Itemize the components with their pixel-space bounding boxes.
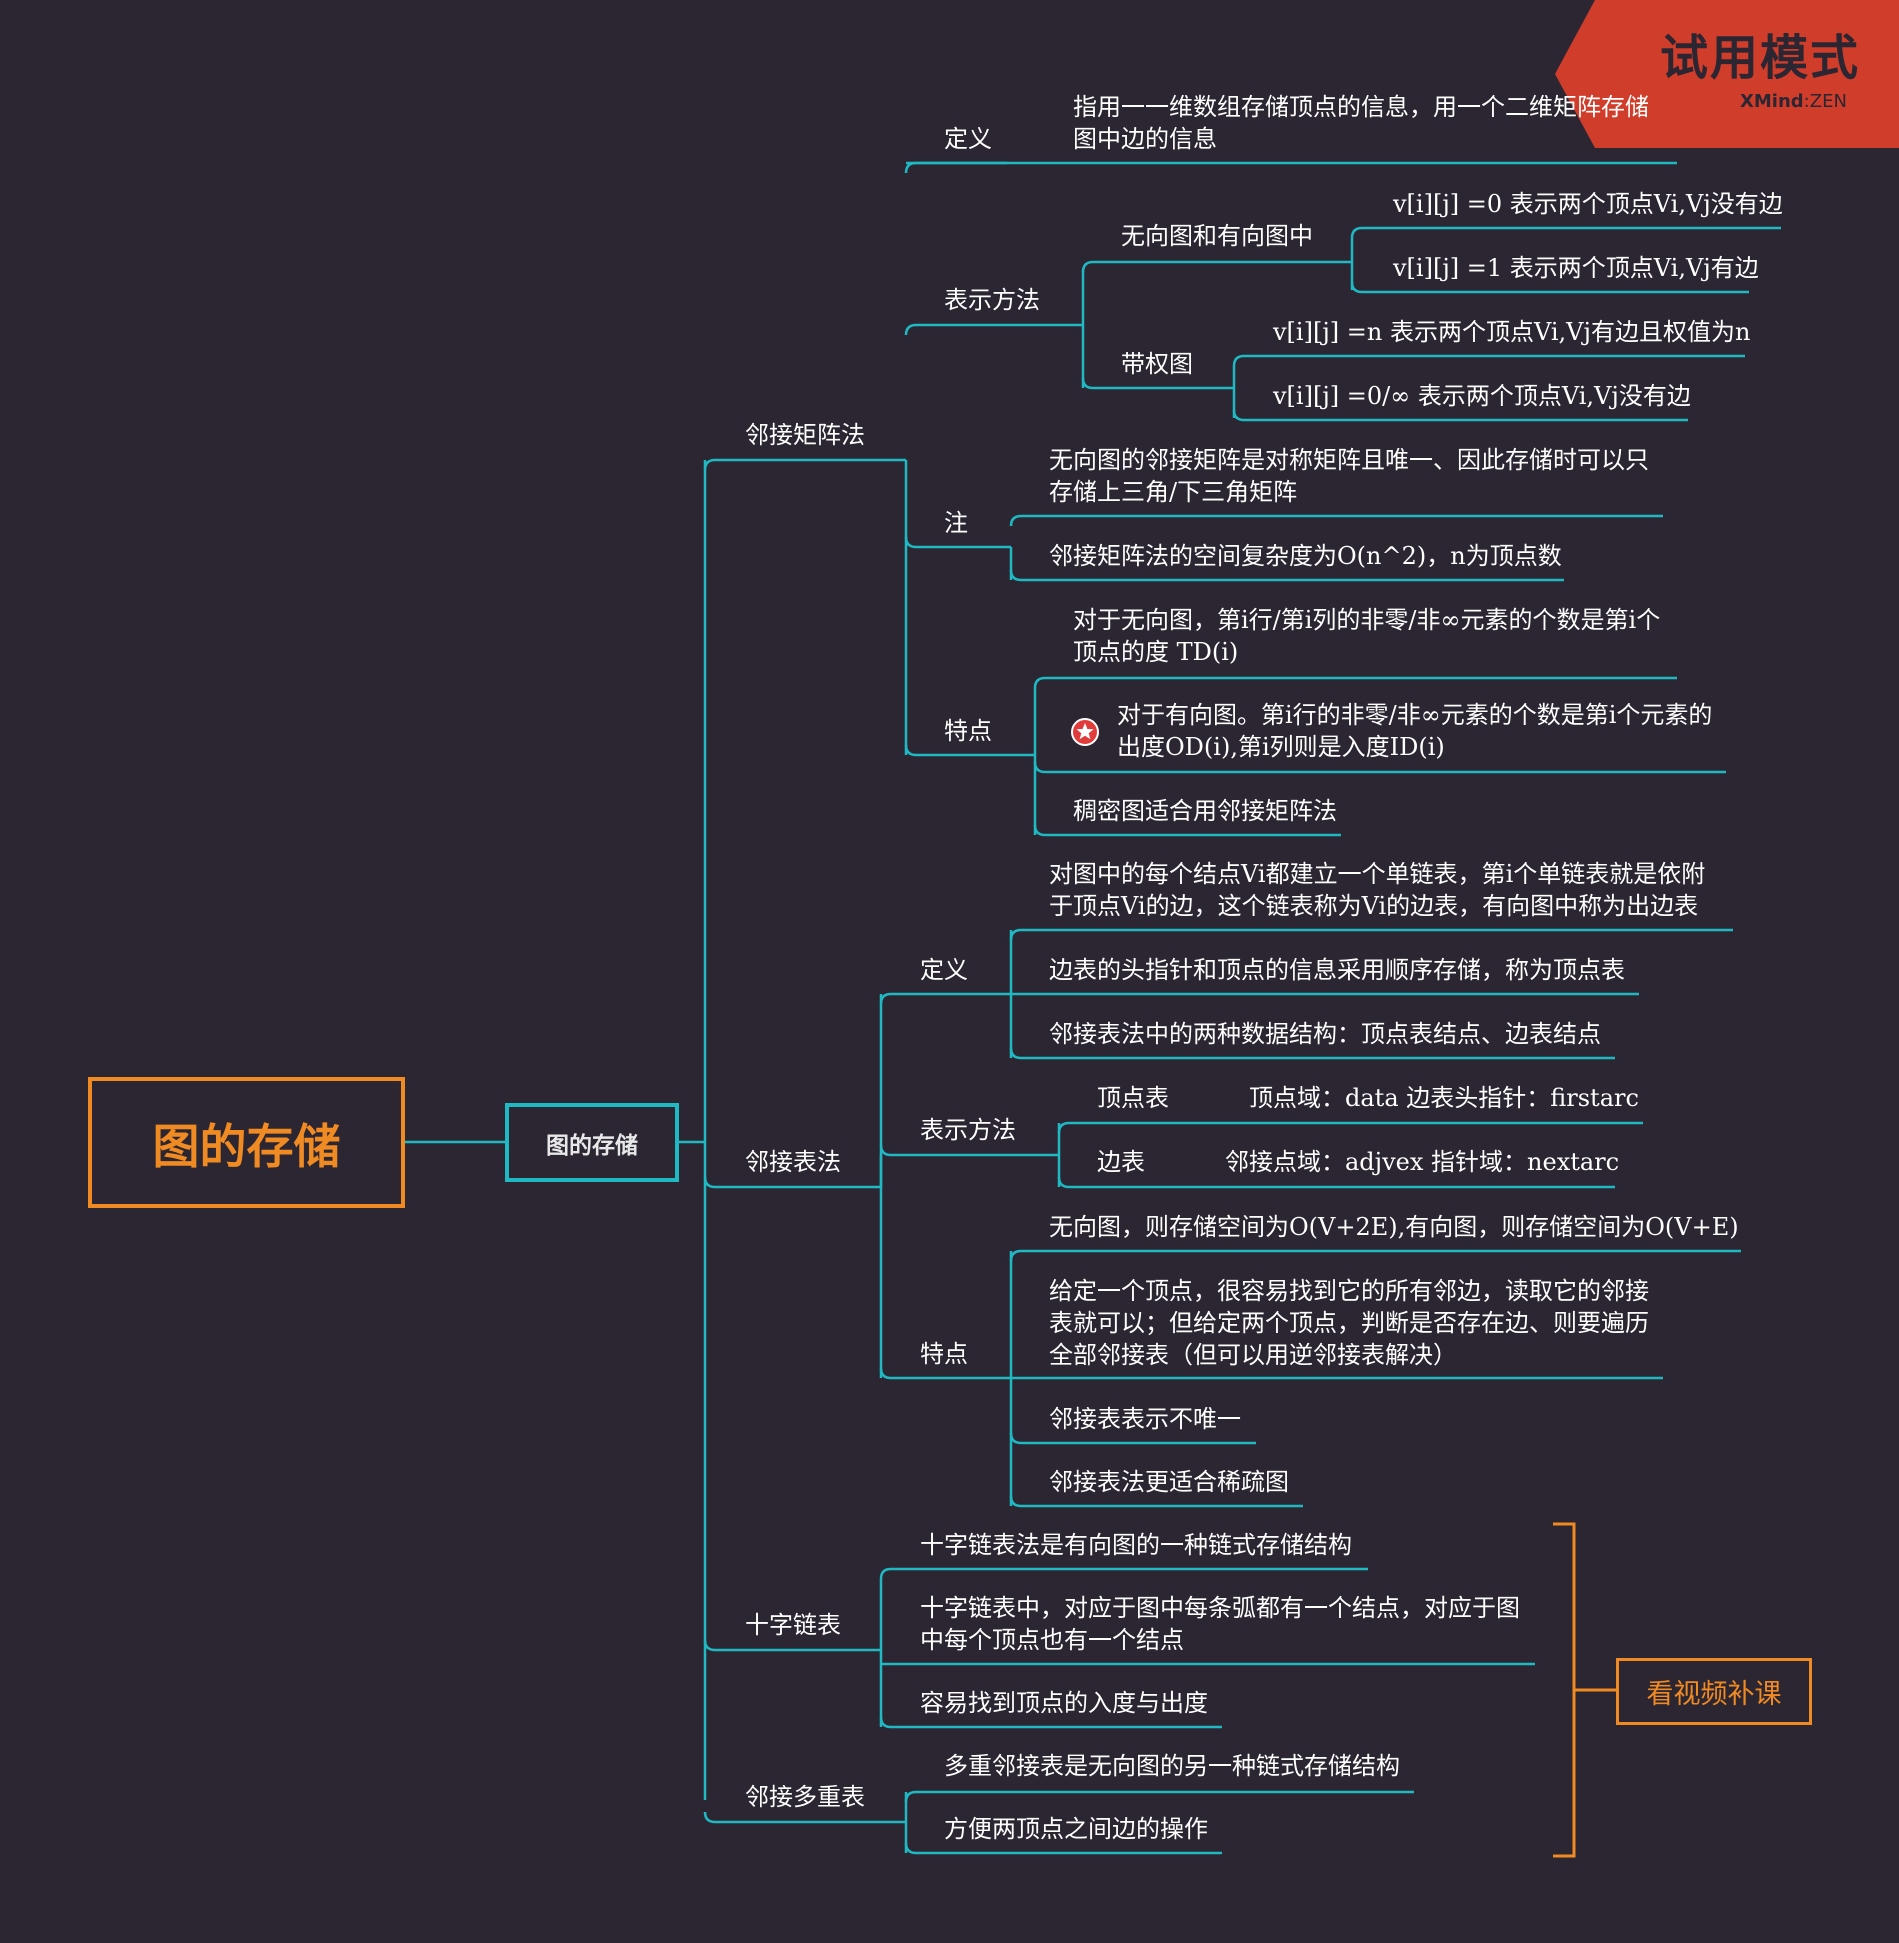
adjlist-edge-label[interactable]: 边表 xyxy=(1097,1148,1145,1176)
matrix-note-text1-line1[interactable]: 无向图的邻接矩阵是对称矩阵且唯一、因此存储时可以只 xyxy=(1049,446,1649,474)
xmind-brand: XMind:ZEN xyxy=(1740,90,1847,114)
branch-adjacency-list[interactable]: 邻接表法 xyxy=(745,1148,841,1176)
multi-text1[interactable]: 多重邻接表是无向图的另一种链式存储结构 xyxy=(944,1752,1400,1780)
ortho-text3[interactable]: 容易找到顶点的入度与出度 xyxy=(920,1689,1208,1717)
main-topic[interactable]: 图的存储 xyxy=(88,1077,405,1208)
star-marker-icon xyxy=(1071,718,1099,746)
adjlist-edge-text[interactable]: 邻接点域：adjvex 指针域：nextarc xyxy=(1225,1148,1620,1176)
matrix-def-label[interactable]: 定义 xyxy=(944,125,992,153)
matrix-v1-text[interactable]: v[i][j] =1 表示两个顶点Vi,Vj有边 xyxy=(1393,254,1759,282)
multi-text2[interactable]: 方便两顶点之间边的操作 xyxy=(944,1815,1208,1843)
matrix-feat-text1-line2[interactable]: 顶点的度 TD(i) xyxy=(1073,638,1239,666)
adjlist-feat-text2-line2[interactable]: 表就可以；但给定两个顶点，判断是否存在边、则要遍历 xyxy=(1049,1309,1649,1337)
brand-main: XMind xyxy=(1740,91,1804,112)
trial-mode-banner xyxy=(1555,0,1899,148)
adjlist-feat-label[interactable]: 特点 xyxy=(920,1340,968,1368)
ortho-text2-line2[interactable]: 中每个顶点也有一个结点 xyxy=(920,1626,1184,1654)
matrix-note-text2[interactable]: 邻接矩阵法的空间复杂度为O(n^2)，n为顶点数 xyxy=(1049,542,1562,570)
adjlist-feat-text1[interactable]: 无向图，则存储空间为O(V+2E),有向图，则存储空间为O(V+E) xyxy=(1049,1213,1739,1241)
adjlist-def-text3[interactable]: 邻接表法中的两种数据结构：顶点表结点、边表结点 xyxy=(1049,1020,1601,1048)
adjlist-feat-text2-line1[interactable]: 给定一个顶点，很容易找到它的所有邻边，读取它的邻接 xyxy=(1049,1277,1649,1305)
summary-video-label[interactable]: 看视频补课 xyxy=(1616,1658,1812,1725)
adjlist-vertex-text[interactable]: 顶点域：data 边表头指针：firstarc xyxy=(1249,1084,1639,1112)
matrix-def-text-line1[interactable]: 指用一一维数组存储顶点的信息，用一个二维矩阵存储 xyxy=(1073,93,1649,121)
matrix-repr-label[interactable]: 表示方法 xyxy=(944,286,1040,314)
matrix-feat-label[interactable]: 特点 xyxy=(944,717,992,745)
adjlist-feat-text4[interactable]: 邻接表法更适合稀疏图 xyxy=(1049,1468,1289,1496)
central-topic[interactable]: 图的存储 xyxy=(505,1103,679,1182)
branch-orthogonal-list[interactable]: 十字链表 xyxy=(745,1611,841,1639)
adjlist-def-text1-line2[interactable]: 于顶点Vi的边，这个链表称为Vi的边表，有向图中称为出边表 xyxy=(1049,892,1699,920)
adjlist-feat-text3[interactable]: 邻接表表示不唯一 xyxy=(1049,1405,1241,1433)
matrix-feat-text2-line1[interactable]: 对于有向图。第i行的非零/非∞元素的个数是第i个元素的 xyxy=(1117,701,1713,729)
matrix-v0-text[interactable]: v[i][j] =0 表示两个顶点Vi,Vj没有边 xyxy=(1393,190,1783,218)
matrix-note-text1-line2[interactable]: 存储上三角/下三角矩阵 xyxy=(1049,478,1298,506)
branch-adjacency-multilist[interactable]: 邻接多重表 xyxy=(745,1783,865,1811)
matrix-undirected-label[interactable]: 无向图和有向图中 xyxy=(1121,222,1313,250)
matrix-vinf-text[interactable]: v[i][j] =0/∞ 表示两个顶点Vi,Vj没有边 xyxy=(1273,382,1691,410)
trial-mode-title: 试用模式 xyxy=(1660,30,1861,86)
matrix-def-text-line2[interactable]: 图中边的信息 xyxy=(1073,125,1217,153)
brand-sub: ZEN xyxy=(1809,91,1847,112)
adjlist-def-text1-line1[interactable]: 对图中的每个结点Vi都建立一个单链表，第i个单链表就是依附 xyxy=(1049,860,1706,888)
matrix-vn-text[interactable]: v[i][j] =n 表示两个顶点Vi,Vj有边且权值为n xyxy=(1273,318,1751,346)
adjlist-def-text2[interactable]: 边表的头指针和顶点的信息采用顺序存储，称为顶点表 xyxy=(1049,956,1625,984)
brand-sep: : xyxy=(1803,91,1810,112)
adjlist-def-label[interactable]: 定义 xyxy=(920,956,968,984)
ortho-text1[interactable]: 十字链表法是有向图的一种链式存储结构 xyxy=(920,1531,1352,1559)
adjlist-vertex-label[interactable]: 顶点表 xyxy=(1097,1084,1169,1112)
matrix-note-label[interactable]: 注 xyxy=(944,509,968,537)
branch-adjacency-matrix[interactable]: 邻接矩阵法 xyxy=(745,421,865,449)
matrix-feat-text1-line1[interactable]: 对于无向图，第i行/第i列的非零/非∞元素的个数是第i个 xyxy=(1073,606,1661,634)
adjlist-feat-text2-line3[interactable]: 全部邻接表（但可以用逆邻接表解决） xyxy=(1049,1341,1457,1369)
adjlist-repr-label[interactable]: 表示方法 xyxy=(920,1116,1016,1144)
matrix-feat-text2-line2[interactable]: 出度OD(i),第i列则是入度ID(i) xyxy=(1117,733,1445,761)
ortho-text2-line1[interactable]: 十字链表中，对应于图中每条弧都有一个结点，对应于图 xyxy=(920,1594,1520,1622)
matrix-weighted-label[interactable]: 带权图 xyxy=(1121,350,1193,378)
matrix-feat-text3[interactable]: 稠密图适合用邻接矩阵法 xyxy=(1073,797,1337,825)
